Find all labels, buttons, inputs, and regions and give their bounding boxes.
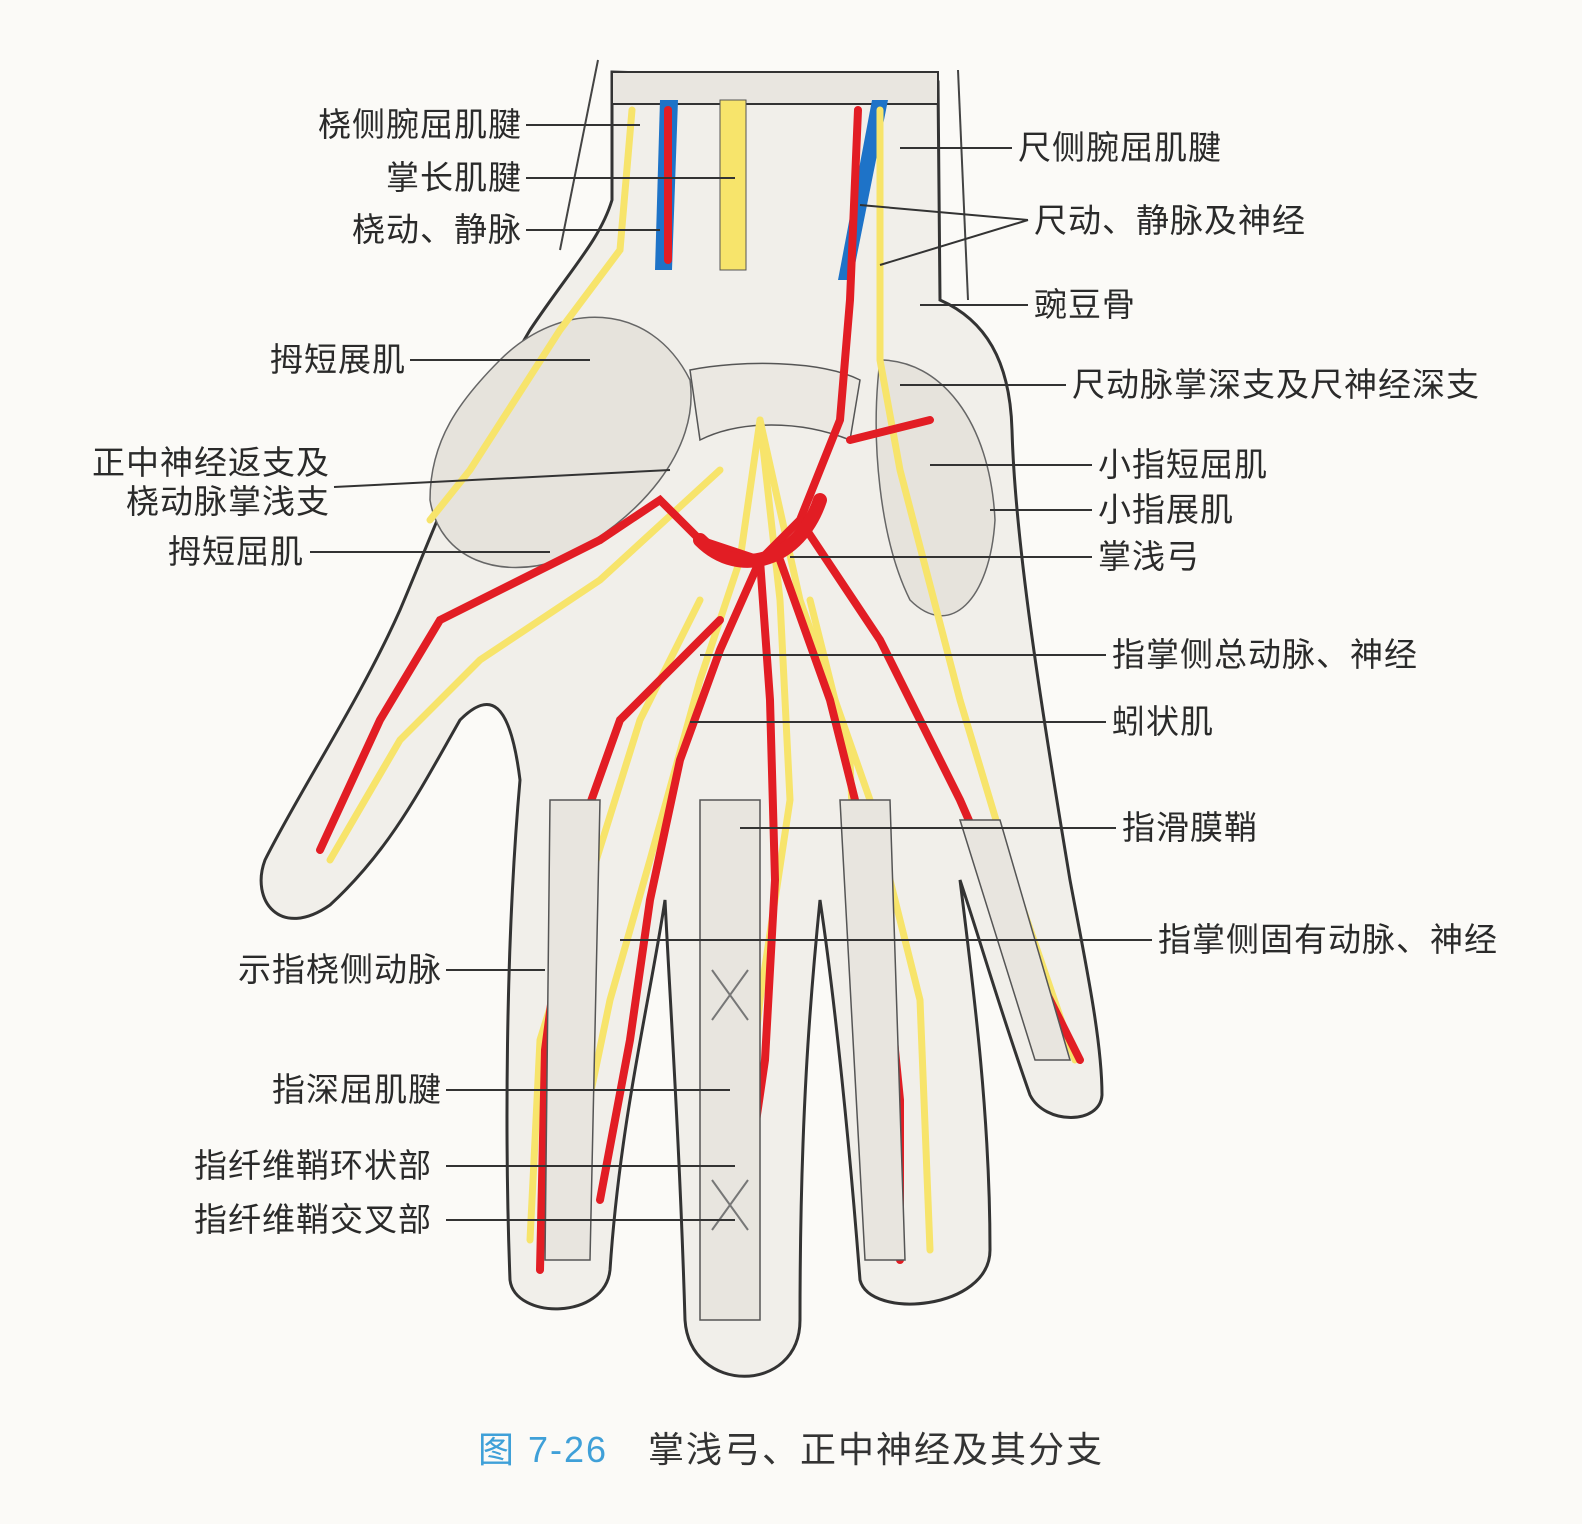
forearm-right-edge: [957, 69, 969, 301]
label-fibrous-sheath-cruciform: 指纤维鞘交叉部: [194, 1200, 432, 1239]
label-ulnar-flexor-tendon: 尺侧腕屈肌腱: [1018, 128, 1222, 167]
label-pisiform: 豌豆骨: [1034, 285, 1136, 324]
flexor-retinaculum: [689, 362, 861, 442]
leader-lines: [310, 124, 1152, 1221]
figure-caption: 图 7-26 掌浅弓、正中神经及其分支: [0, 1428, 1582, 1473]
label-proper-palmar-digital: 指掌侧固有动脉、神经: [1158, 920, 1498, 959]
digital-sheaths: [544, 799, 1071, 1321]
label-median-recurrent-branch-1: 正中神经返支及: [92, 443, 330, 482]
label-abductor-pollicis-brevis: 拇短展肌: [270, 340, 406, 379]
label-fibrous-sheath-annular: 指纤维鞘环状部: [194, 1146, 432, 1185]
label-radial-artery-vein: 桡动、静脉: [352, 210, 522, 249]
label-ulnar-artery-vein-nerve: 尺动、静脉及神经: [1034, 201, 1306, 240]
label-flexor-pollicis-brevis: 拇短屈肌: [168, 532, 304, 571]
label-lumbricals: 蚓状肌: [1112, 702, 1214, 741]
label-index-radial-artery: 示指桡侧动脉: [238, 950, 442, 989]
caption-number: 图 7-26: [477, 1429, 609, 1470]
label-flexor-digiti-minimi: 小指短屈肌: [1098, 445, 1268, 484]
label-abductor-digiti-minimi: 小指展肌: [1098, 490, 1234, 529]
label-radial-flexor-tendon: 桡侧腕屈肌腱: [318, 105, 522, 144]
label-flexor-digitorum-profundus-tendon: 指深屈肌腱: [272, 1070, 442, 1109]
caption-title: 掌浅弓、正中神经及其分支: [648, 1430, 1105, 1471]
label-synovial-sheath: 指滑膜鞘: [1122, 808, 1258, 847]
label-ulnar-deep-branch: 尺动脉掌深支及尺神经深支: [1072, 365, 1480, 404]
superficial-palmar-arch-shape: [693, 493, 827, 568]
label-common-palmar-digital: 指掌侧总动脉、神经: [1112, 635, 1418, 674]
label-palmaris-longus-tendon: 掌长肌腱: [386, 158, 522, 197]
wrist-section: [611, 71, 939, 105]
label-median-recurrent-branch-2: 桡动脉掌浅支: [126, 482, 330, 521]
cruciform-marks: [711, 969, 749, 1231]
label-superficial-palmar-arch: 掌浅弓: [1098, 537, 1200, 576]
forearm-left-edge: [559, 59, 599, 251]
palmaris-longus-tendon-shape: [719, 99, 747, 271]
